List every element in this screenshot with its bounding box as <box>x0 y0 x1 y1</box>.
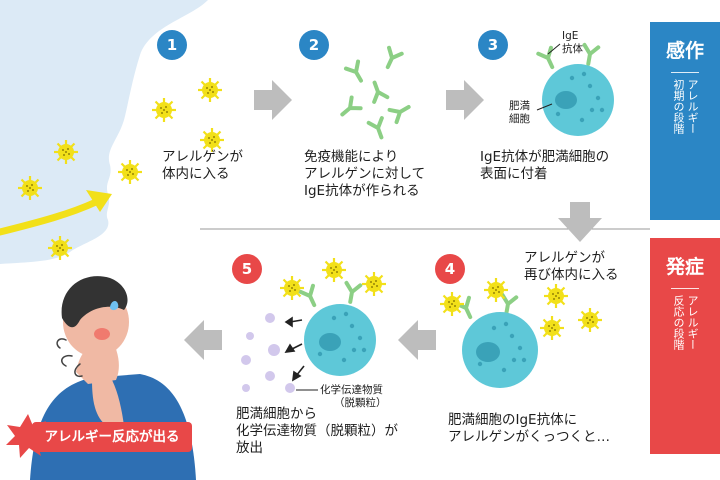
step-badge-2: 2 <box>299 30 329 60</box>
step-3-caption: IgE抗体が肥満細胞の 表面に付着 <box>480 149 610 182</box>
antibody-icon <box>343 59 363 83</box>
allergen-icon <box>54 140 78 164</box>
allergen-icon <box>280 276 304 300</box>
mast-cell-4 <box>454 292 538 388</box>
antibody-icon <box>500 292 519 316</box>
antibody-icon <box>372 80 390 104</box>
step-badge-3: 3 <box>478 30 508 60</box>
chemical-label: 化学伝達物質 （脱顆粒） <box>320 384 387 409</box>
mast-cell-label: 肥満 細胞 <box>509 100 530 125</box>
phase-sensitization-panel: 感作 アレルギー 初期の段階 <box>650 22 720 220</box>
phase-sensitization-title: 感作 <box>665 40 704 62</box>
phase-onset-panel: 発症 アレルギー 反応の段階 <box>650 238 720 454</box>
allergen-icon <box>18 176 42 200</box>
inhale-arrow <box>0 198 100 236</box>
granules <box>241 313 295 393</box>
person-illustration <box>30 276 196 480</box>
allergen-icon <box>322 258 346 282</box>
antibody-icon <box>582 42 601 66</box>
arrow-4-5 <box>398 320 436 360</box>
allergen-icon <box>540 316 564 340</box>
allergen-icon <box>544 284 568 308</box>
allergen-icon <box>484 278 508 302</box>
phase-onset-title: 発症 <box>665 256 704 278</box>
step-4-caption: 肥満細胞のIgE抗体に アレルゲンがくっつくと… <box>448 412 610 445</box>
antibody-icon <box>385 45 404 70</box>
step-1-caption: アレルゲンが 体内に入る <box>162 149 243 182</box>
step-5-caption: 肥満細胞から 化学伝達物質（脱顆粒）が 放出 <box>236 406 398 456</box>
allergen-icon <box>578 308 602 332</box>
release-arrows <box>284 316 305 382</box>
allergen-icon <box>440 292 464 316</box>
phase-sensitization-sub: アレルギー 初期の段階 <box>671 72 699 134</box>
arrow-5-out <box>184 320 222 360</box>
allergen-icon <box>198 78 222 102</box>
step-badge-5: 5 <box>232 254 262 284</box>
antibody-icon <box>298 283 317 308</box>
mast-cell-3 <box>536 42 614 136</box>
step-badge-1: 1 <box>157 30 187 60</box>
step-2-caption: 免疫機能により アレルゲンに対して IgE抗体が作られる <box>304 149 426 199</box>
face-silhouette <box>0 0 208 264</box>
arrow-1-2 <box>254 80 292 120</box>
allergen-icon <box>362 272 386 296</box>
arrow-3-4 <box>558 202 602 242</box>
antibody-icon <box>387 105 411 125</box>
antibody-icon <box>340 95 363 117</box>
allergen-icon <box>118 160 142 184</box>
reaction-banner: アレルギー反応が出る <box>32 422 192 452</box>
ige-label: IgE 抗体 <box>562 30 583 55</box>
allergen-icon <box>200 128 224 152</box>
mast-cell-5 <box>298 280 376 376</box>
allergen-icon <box>48 236 72 260</box>
allergen-icon <box>152 98 176 122</box>
step-badge-4: 4 <box>435 254 465 284</box>
antibody-icon <box>366 116 384 140</box>
reenter-label: アレルゲンが 再び体内に入る <box>524 250 619 283</box>
arrow-2-3 <box>446 80 484 120</box>
antibody-icon <box>344 280 363 304</box>
inhale-arrow-head <box>86 190 112 212</box>
phase-onset-sub: アレルギー 反応の段階 <box>671 288 699 350</box>
antibody-icon <box>536 45 555 70</box>
